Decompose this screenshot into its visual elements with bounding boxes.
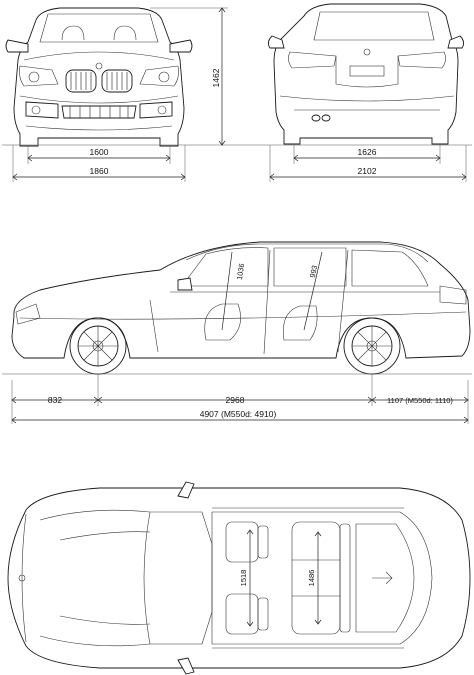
front-headlight-ring-left bbox=[28, 71, 40, 83]
front-headlight-right bbox=[139, 65, 179, 87]
rear-track-dimension: 1626 bbox=[293, 145, 441, 164]
rear-bmw-logo bbox=[363, 48, 371, 56]
rear-mirror-right bbox=[447, 35, 465, 49]
side-rear-wheel bbox=[343, 317, 401, 375]
side-front-window bbox=[181, 247, 269, 287]
top-cargo-area bbox=[355, 523, 415, 633]
top-view: 1518 1486 bbox=[7, 481, 471, 675]
top-front-bumper-line bbox=[21, 513, 27, 643]
side-rear-seat bbox=[283, 305, 318, 341]
rear-bumper-line bbox=[279, 95, 455, 102]
rear-mirror-left bbox=[267, 35, 285, 49]
rear-window bbox=[313, 11, 435, 41]
top-rear-shoulder-label: 1486 bbox=[307, 570, 316, 587]
side-rear-headroom-line bbox=[303, 251, 323, 331]
side-front-seat bbox=[204, 303, 241, 341]
side-rear-window bbox=[273, 247, 347, 287]
rear-view bbox=[267, 3, 465, 145]
front-mirror-right bbox=[169, 39, 193, 53]
side-length-label: 4907 (M550d: 4910) bbox=[200, 409, 277, 419]
side-headlight bbox=[15, 303, 41, 325]
front-splitter-line bbox=[25, 125, 173, 131]
side-length-dimension: 4907 (M550d: 4910) bbox=[11, 409, 469, 424]
rear-width-label: 2102 bbox=[358, 166, 377, 176]
side-taillight bbox=[439, 285, 467, 305]
front-mirror-left bbox=[5, 39, 29, 53]
front-windshield bbox=[39, 13, 159, 43]
front-body-outline bbox=[13, 7, 185, 147]
front-track-dimension: 1600 bbox=[27, 145, 171, 164]
front-height-label: 1462 bbox=[211, 68, 221, 87]
top-direction-arrow bbox=[372, 571, 393, 585]
top-rear-shoulder-dimension: 1486 bbox=[307, 531, 322, 625]
top-side-window-edges bbox=[212, 507, 404, 649]
rear-tailgate bbox=[335, 56, 399, 88]
top-windshield bbox=[143, 511, 213, 645]
rear-width-dimension: 2102 bbox=[269, 145, 467, 182]
top-bmw-logo bbox=[18, 574, 26, 582]
top-mirror-right bbox=[177, 657, 195, 675]
side-mirror bbox=[177, 277, 193, 291]
side-quarter-window bbox=[351, 249, 429, 287]
top-rear-seats bbox=[291, 521, 351, 635]
front-height-dimension: 1462 bbox=[150, 7, 228, 146]
side-front-wheel bbox=[69, 317, 127, 375]
side-front-headroom-label: 1036 bbox=[235, 263, 246, 281]
front-bmw-logo bbox=[95, 62, 103, 70]
front-kidney-grille bbox=[65, 69, 133, 93]
top-front-seats bbox=[225, 521, 269, 635]
top-roof bbox=[211, 511, 433, 645]
front-headlight-left bbox=[19, 65, 59, 87]
front-width-label: 1860 bbox=[90, 166, 109, 176]
side-character-line bbox=[19, 311, 467, 320]
side-roof-rail bbox=[185, 243, 429, 263]
front-bumper-line bbox=[19, 95, 179, 104]
front-track-label: 1600 bbox=[90, 147, 109, 157]
rear-license-plate bbox=[349, 65, 385, 77]
side-rear-overhang-label: 1107 (M550d: 1110) bbox=[387, 396, 453, 405]
top-hood-lines bbox=[39, 509, 151, 647]
rear-exhaust bbox=[311, 114, 331, 122]
top-body-outline bbox=[7, 487, 471, 669]
front-width-dimension: 1860 bbox=[12, 145, 186, 182]
side-front-overhang-label: 832 bbox=[48, 395, 62, 405]
side-wheelbase-label: 2968 bbox=[226, 395, 245, 405]
side-door-lines bbox=[149, 249, 349, 355]
top-hood-creases bbox=[59, 531, 151, 625]
front-view bbox=[5, 7, 193, 147]
front-lower-intake bbox=[25, 101, 173, 119]
side-view: 1036 993 bbox=[11, 241, 471, 375]
side-rear-headroom-label: 993 bbox=[308, 264, 319, 278]
top-mirror-left bbox=[177, 481, 195, 499]
front-seats bbox=[61, 25, 137, 41]
rear-track-label: 1626 bbox=[358, 147, 377, 157]
front-headlight-ring-right bbox=[158, 71, 170, 83]
side-front-headroom-line bbox=[221, 251, 233, 331]
front-hood-line bbox=[23, 51, 175, 61]
rear-taillight-right bbox=[397, 51, 446, 69]
side-dimension-chain: 832 2968 1107 (M550d: 1110) bbox=[11, 374, 469, 424]
rear-body-outline bbox=[273, 3, 459, 145]
rear-taillight-left bbox=[288, 51, 337, 69]
side-body-outline bbox=[11, 241, 471, 359]
top-front-shoulder-dimension: 1518 bbox=[239, 529, 254, 627]
top-front-shoulder-label: 1518 bbox=[239, 570, 248, 587]
